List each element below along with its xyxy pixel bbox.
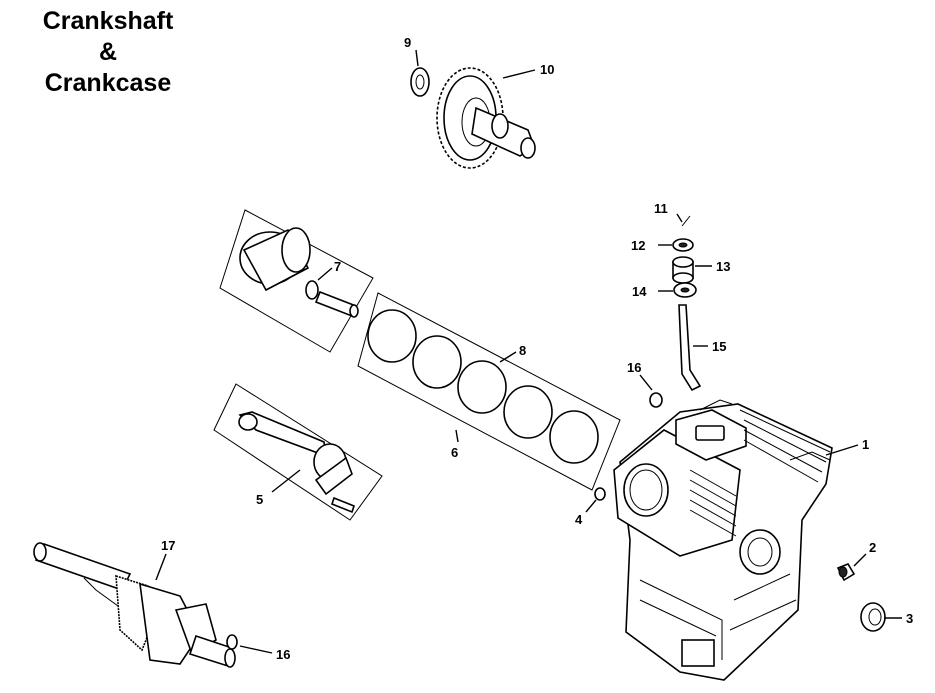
- callout-11: 11: [654, 201, 668, 216]
- callout-16-upper: 16: [627, 360, 641, 375]
- callout-7: 7: [334, 259, 341, 274]
- part-16-plug-lower: [226, 634, 238, 650]
- title-line-3: Crankcase: [44, 69, 172, 97]
- leader-5: [271, 469, 301, 493]
- leader-6: [455, 429, 459, 443]
- diagram-title: Crankshaft & Crankcase: [0, 6, 216, 99]
- leader-8: [499, 351, 517, 363]
- leader-16-lower: [239, 645, 273, 654]
- callout-1: 1: [862, 437, 869, 452]
- callout-3: 3: [906, 611, 913, 626]
- leader-2: [853, 553, 867, 567]
- callout-13: 13: [716, 259, 730, 274]
- leader-7: [317, 267, 333, 281]
- leader-11: [676, 213, 683, 223]
- callout-14: 14: [632, 284, 647, 299]
- callout-10: 10: [540, 62, 554, 77]
- leader-16-upper: [639, 374, 653, 391]
- part-1-crankcase: [613, 399, 833, 681]
- callout-16-lower: 16: [276, 647, 290, 662]
- leader-10: [502, 69, 536, 79]
- leader-17: [155, 553, 167, 581]
- callout-12: 12: [631, 238, 645, 253]
- callout-2: 2: [869, 540, 876, 555]
- part-4-dowel: [594, 487, 606, 501]
- title-line-2: &: [98, 38, 118, 66]
- callout-17: 17: [161, 538, 175, 553]
- part-9-washer: [410, 67, 430, 97]
- part-11-pin: [681, 215, 691, 227]
- title-line-1: Crankshaft: [42, 7, 174, 35]
- callout-9: 9: [404, 35, 411, 50]
- leader-1: [825, 444, 859, 456]
- piston-group-box: [219, 209, 374, 353]
- callout-4: 4: [575, 512, 583, 527]
- part-13-bushing: [672, 256, 694, 284]
- callout-15: 15: [712, 339, 726, 354]
- callout-6: 6: [451, 445, 458, 460]
- leader-4: [585, 499, 597, 513]
- part-16-plug-upper: [649, 392, 663, 408]
- part-10-camshaft: [436, 67, 536, 169]
- part-17-crankshaft: [33, 542, 236, 668]
- part-15-shaft: [678, 304, 702, 392]
- leader-9: [415, 49, 419, 67]
- part-3-oil-seal: [860, 602, 886, 632]
- piston-rings-box: [357, 292, 621, 491]
- connecting-rod-box: [213, 383, 383, 521]
- part-12-washer: [672, 238, 694, 252]
- callout-8: 8: [519, 343, 526, 358]
- part-14-washer: [673, 282, 697, 298]
- callout-5: 5: [256, 492, 263, 507]
- part-2-drain-plug: [836, 563, 856, 582]
